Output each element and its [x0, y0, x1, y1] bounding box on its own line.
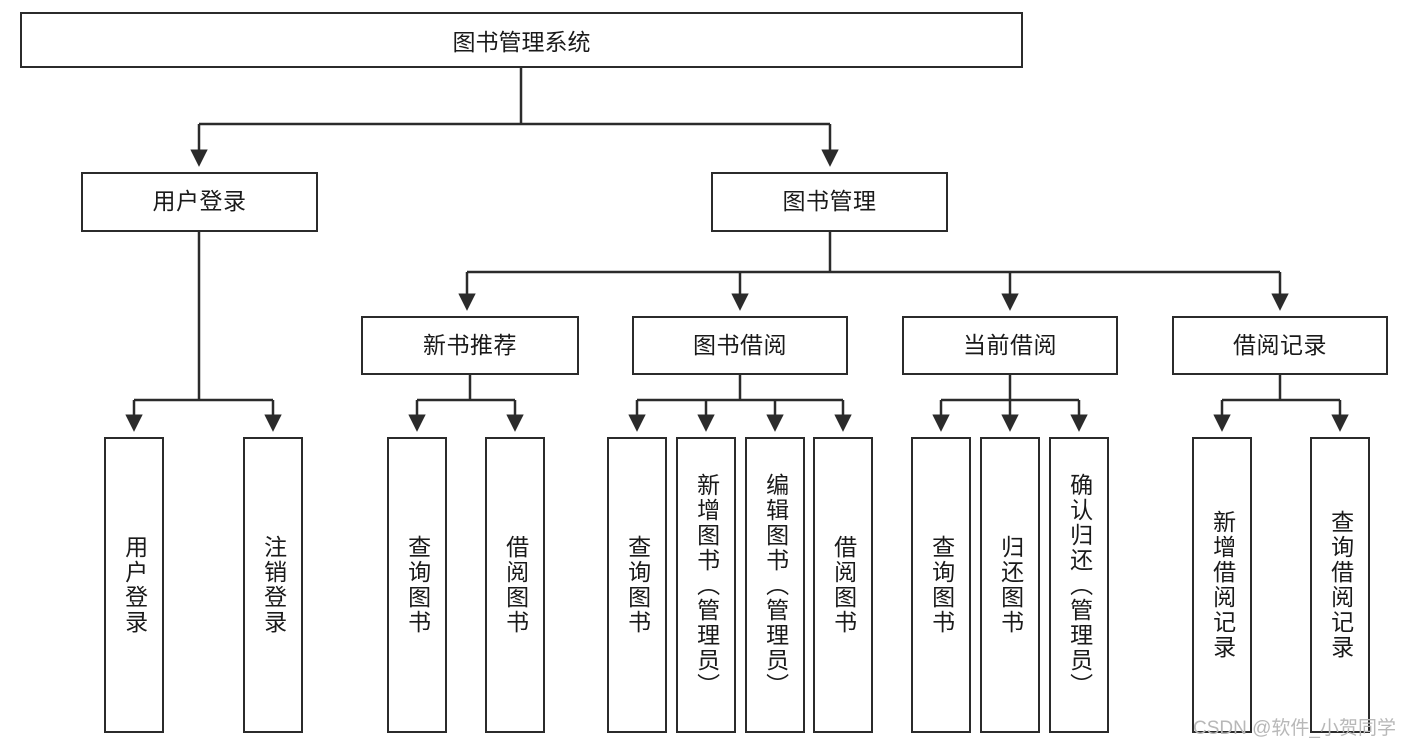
node-label: 图书管理	[782, 188, 877, 215]
node-borrow-record[interactable]: 借阅记录	[1172, 316, 1388, 375]
leaf-label: 查询借阅记录	[1327, 510, 1354, 660]
node-label: 图书借阅	[693, 331, 787, 358]
leaf-query-book-current[interactable]: 查询图书	[911, 437, 971, 733]
leaf-user-login[interactable]: 用户登录	[104, 437, 164, 733]
leaf-label: 新增借阅记录	[1209, 510, 1236, 660]
leaf-label: 归还图书	[997, 535, 1024, 635]
leaf-borrow-book-recommend[interactable]: 借阅图书	[485, 437, 545, 733]
node-current-borrow[interactable]: 当前借阅	[902, 316, 1118, 375]
leaf-label: 确认归还（管理员）	[1066, 472, 1093, 698]
node-root-system[interactable]: 图书管理系统	[20, 12, 1023, 68]
leaf-confirm-return-admin[interactable]: 确认归还（管理员）	[1049, 437, 1109, 733]
watermark-csdn: CSDN @软件_小贺同学	[1193, 718, 1396, 739]
node-new-book-recommend[interactable]: 新书推荐	[361, 316, 579, 375]
leaf-label: 编辑图书（管理员）	[762, 472, 789, 698]
node-root-label: 图书管理系统	[452, 29, 591, 55]
leaf-add-book-admin[interactable]: 新增图书（管理员）	[676, 437, 736, 733]
leaf-label: 借阅图书	[502, 535, 529, 635]
leaf-edit-book-admin[interactable]: 编辑图书（管理员）	[745, 437, 805, 733]
node-label: 当前借阅	[963, 331, 1057, 358]
leaf-label: 借阅图书	[830, 535, 857, 635]
node-label: 用户登录	[152, 188, 247, 215]
leaf-borrow-book[interactable]: 借阅图书	[813, 437, 873, 733]
node-label: 新书推荐	[423, 331, 517, 358]
leaf-label: 查询图书	[624, 535, 651, 635]
leaf-label: 新增图书（管理员）	[693, 472, 720, 698]
node-book-borrow[interactable]: 图书借阅	[632, 316, 848, 375]
leaf-query-borrow-record[interactable]: 查询借阅记录	[1310, 437, 1370, 733]
leaf-logout[interactable]: 注销登录	[243, 437, 303, 733]
leaf-label: 用户登录	[121, 535, 148, 635]
node-user-login[interactable]: 用户登录	[81, 172, 318, 232]
leaf-label: 查询图书	[928, 535, 955, 635]
node-book-management[interactable]: 图书管理	[711, 172, 948, 232]
leaf-query-book-borrow[interactable]: 查询图书	[607, 437, 667, 733]
leaf-return-book[interactable]: 归还图书	[980, 437, 1040, 733]
leaf-label: 查询图书	[404, 535, 431, 635]
leaf-query-book-recommend[interactable]: 查询图书	[387, 437, 447, 733]
leaf-label: 注销登录	[260, 535, 287, 635]
leaf-add-borrow-record[interactable]: 新增借阅记录	[1192, 437, 1252, 733]
node-label: 借阅记录	[1233, 331, 1327, 358]
